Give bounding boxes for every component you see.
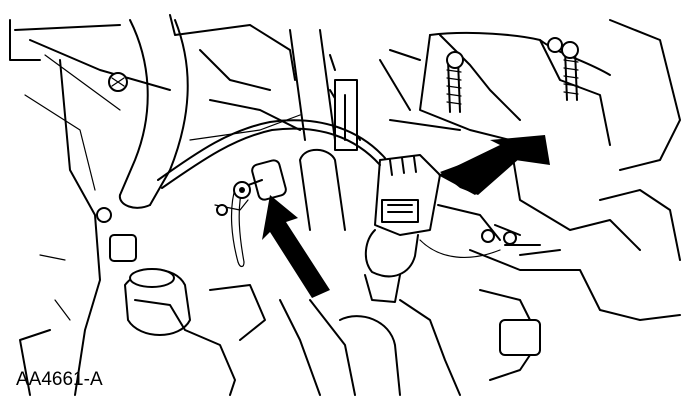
bolt-head [547, 37, 563, 53]
sensor-assembly [364, 154, 501, 303]
stud-bolt-right [561, 41, 579, 101]
bolt-head [96, 207, 112, 223]
bolt-head [481, 229, 495, 243]
callout-arrow-right [438, 135, 550, 195]
engine-block-outline [9, 19, 171, 396]
mount-block [109, 234, 137, 262]
upper-hose [118, 14, 301, 209]
callout-arrow-left [262, 195, 330, 298]
bolt-head [503, 231, 517, 245]
lower-components [124, 189, 681, 396]
small-connector [233, 159, 287, 201]
stud-bolt-left [446, 51, 464, 113]
figure-code: AA4661-A [16, 369, 103, 390]
upper-right-housing [379, 19, 681, 251]
